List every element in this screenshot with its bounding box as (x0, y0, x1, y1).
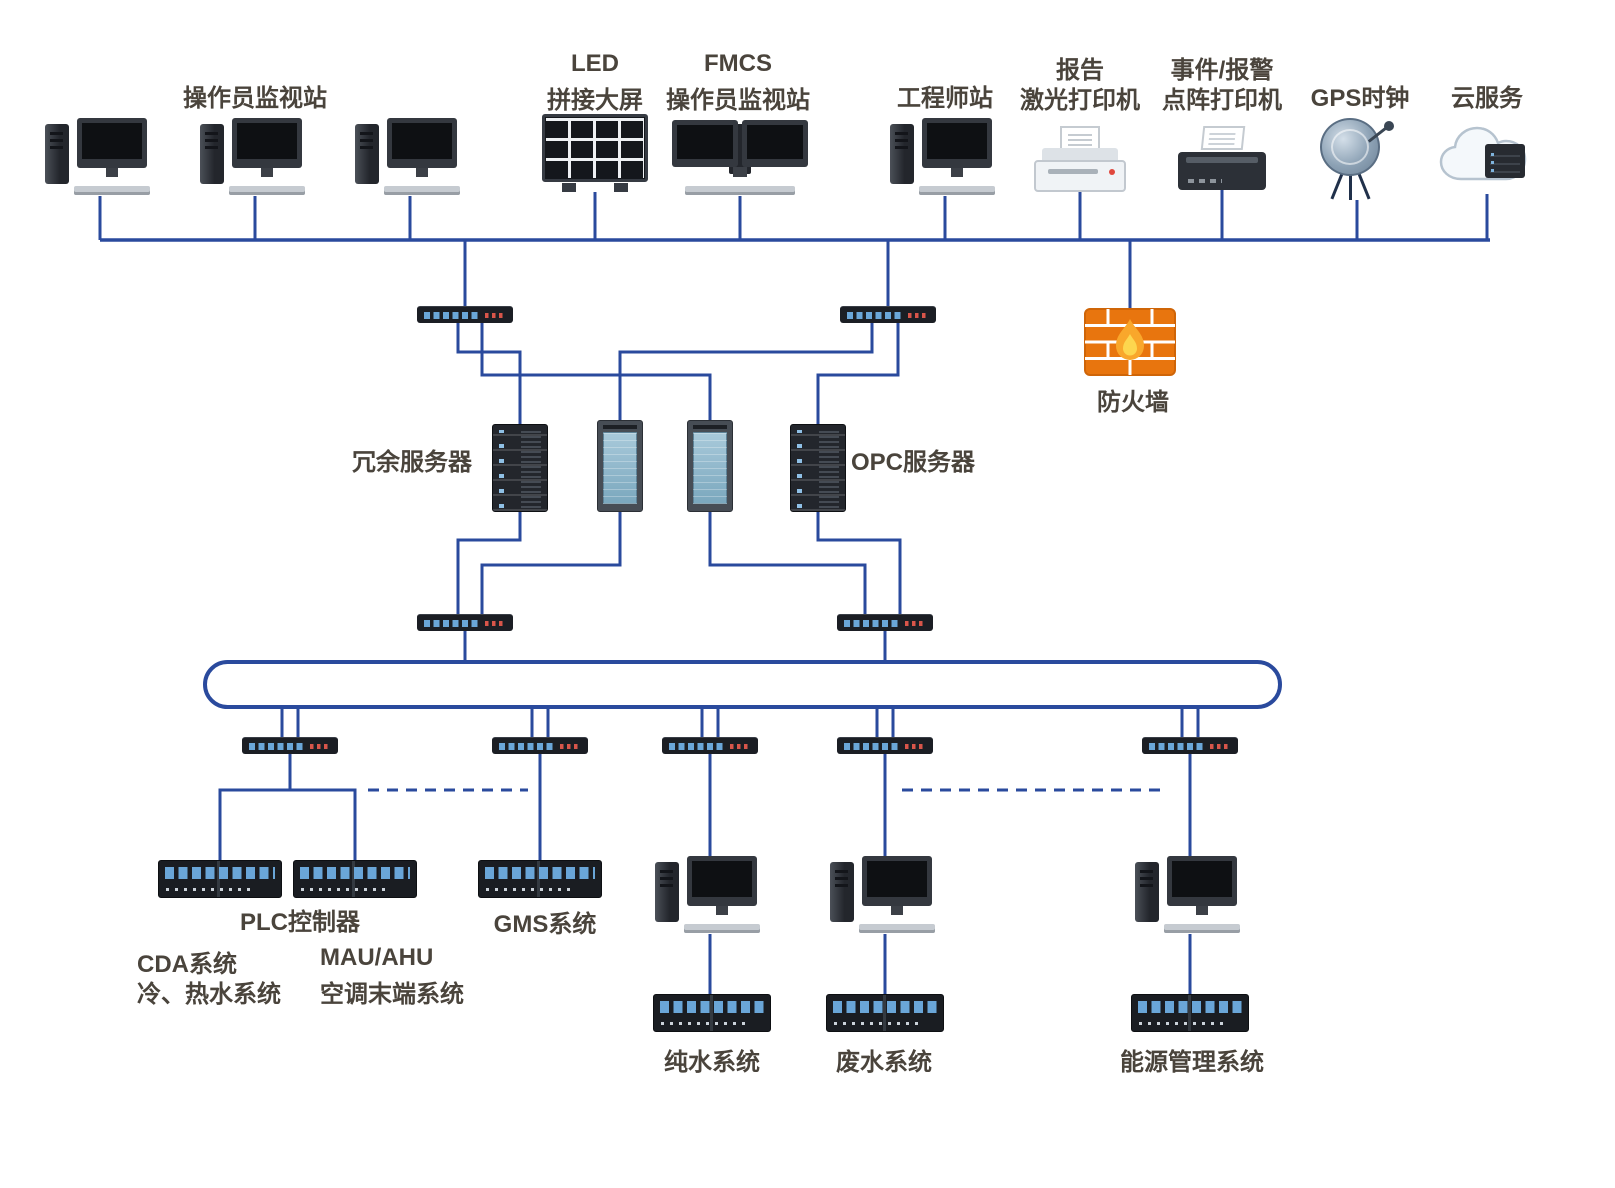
desktop-computer-icon (355, 118, 465, 196)
field-switch-5 (1142, 737, 1238, 754)
waste-water-rack (826, 994, 944, 1032)
desktop-computer-icon (830, 856, 940, 934)
desktop-computer-icon (890, 118, 1000, 196)
label-dot-printer-line1: 事件/报警 (1170, 57, 1274, 84)
energy-workstation (1135, 856, 1245, 934)
label-cloud-service: 云服务 (1451, 85, 1523, 112)
plc-rack-icon (293, 860, 417, 898)
pure-water-workstation (655, 856, 765, 934)
field-switch-4 (837, 737, 933, 754)
label-mau-line1: MAU/AHU (320, 944, 434, 971)
network-switch-icon (417, 306, 513, 323)
network-switch-icon (1142, 737, 1238, 754)
firewall-icon (1084, 308, 1176, 376)
label-pure-water: 纯水系统 (664, 1049, 760, 1076)
label-engineer-station: 工程师站 (897, 85, 993, 112)
plc-rack-2 (293, 860, 417, 898)
rack-server-icon (790, 424, 846, 512)
label-gms-system: GMS系统 (493, 911, 597, 938)
label-cda-line2: 冷、热水系统 (137, 981, 281, 1008)
label-energy-management: 能源管理系统 (1120, 1049, 1264, 1076)
label-dot-printer-line2: 点阵打印机 (1162, 87, 1282, 114)
rack-server-icon (492, 424, 548, 512)
cloud-server-icon (1437, 122, 1537, 194)
label-plc-controller: PLC控制器 (240, 909, 360, 936)
plc-rack-icon (158, 860, 282, 898)
network-switch-icon (837, 737, 933, 754)
server-cabinet-2 (687, 420, 733, 512)
operator-workstation-2 (200, 118, 310, 196)
firewall (1084, 308, 1176, 376)
engineer-workstation (890, 118, 1000, 196)
satellite-dish-icon (1314, 116, 1400, 200)
distribution-switch-1 (417, 614, 513, 631)
label-operator-stations: 操作员监视站 (183, 85, 327, 112)
label-cda-line1: CDA系统 (137, 951, 237, 978)
redundant-server (492, 424, 548, 512)
desktop-computer-icon (655, 856, 765, 934)
desktop-computer-icon (200, 118, 310, 196)
label-led-wall-line1: LED (571, 50, 619, 77)
fmcs-operator-workstation (672, 120, 808, 196)
gms-rack (478, 860, 602, 898)
gps-clock (1314, 116, 1400, 200)
core-switch-1 (417, 306, 513, 323)
network-switch-icon (662, 737, 758, 754)
led-wall-icon (540, 114, 650, 192)
server-cabinet-1 (597, 420, 643, 512)
pure-water-rack (653, 994, 771, 1032)
network-switch-icon (840, 306, 936, 323)
cloud-service (1437, 122, 1537, 194)
label-opc-server: OPC服务器 (850, 449, 976, 476)
label-mau-line2: 空调末端系统 (320, 981, 464, 1008)
operator-workstation-1 (45, 118, 155, 196)
io-rack-icon (826, 994, 944, 1032)
opc-server (790, 424, 846, 512)
network-switch-icon (837, 614, 933, 631)
label-gps-clock: GPS时钟 (1310, 85, 1410, 112)
laser-printer-icon (1034, 126, 1126, 192)
label-firewall: 防火墙 (1097, 389, 1169, 416)
core-switch-2 (840, 306, 936, 323)
plc-rack-icon (478, 860, 602, 898)
network-switch-icon (242, 737, 338, 754)
network-switch-icon (492, 737, 588, 754)
operator-workstation-3 (355, 118, 465, 196)
label-waste-water: 废水系统 (836, 1049, 932, 1076)
io-rack-icon (1131, 994, 1249, 1032)
field-switch-1 (242, 737, 338, 754)
server-cabinet-icon (687, 420, 733, 512)
waste-water-workstation (830, 856, 940, 934)
label-fmcs-line2: 操作员监视站 (666, 87, 810, 114)
energy-rack (1131, 994, 1249, 1032)
network-switch-icon (417, 614, 513, 631)
distribution-switch-2 (837, 614, 933, 631)
label-led-wall-line2: 拼接大屏 (547, 87, 643, 114)
io-rack-icon (653, 994, 771, 1032)
dot-matrix-printer-icon (1178, 126, 1266, 190)
laser-printer (1034, 126, 1126, 192)
field-switch-3 (662, 737, 758, 754)
label-fmcs-line1: FMCS (704, 50, 772, 77)
desktop-computer-icon (45, 118, 155, 196)
desktop-computer-icon (1135, 856, 1245, 934)
label-redundant-server: 冗余服务器 (352, 449, 472, 476)
led-video-wall (540, 114, 650, 192)
field-switch-2 (492, 737, 588, 754)
dual-monitor-workstation-icon (672, 120, 808, 196)
plc-rack-1 (158, 860, 282, 898)
dot-matrix-printer (1178, 126, 1266, 190)
label-laser-printer-line2: 激光打印机 (1020, 87, 1140, 114)
label-laser-printer-line1: 报告 (1056, 57, 1104, 84)
server-cabinet-icon (597, 420, 643, 512)
